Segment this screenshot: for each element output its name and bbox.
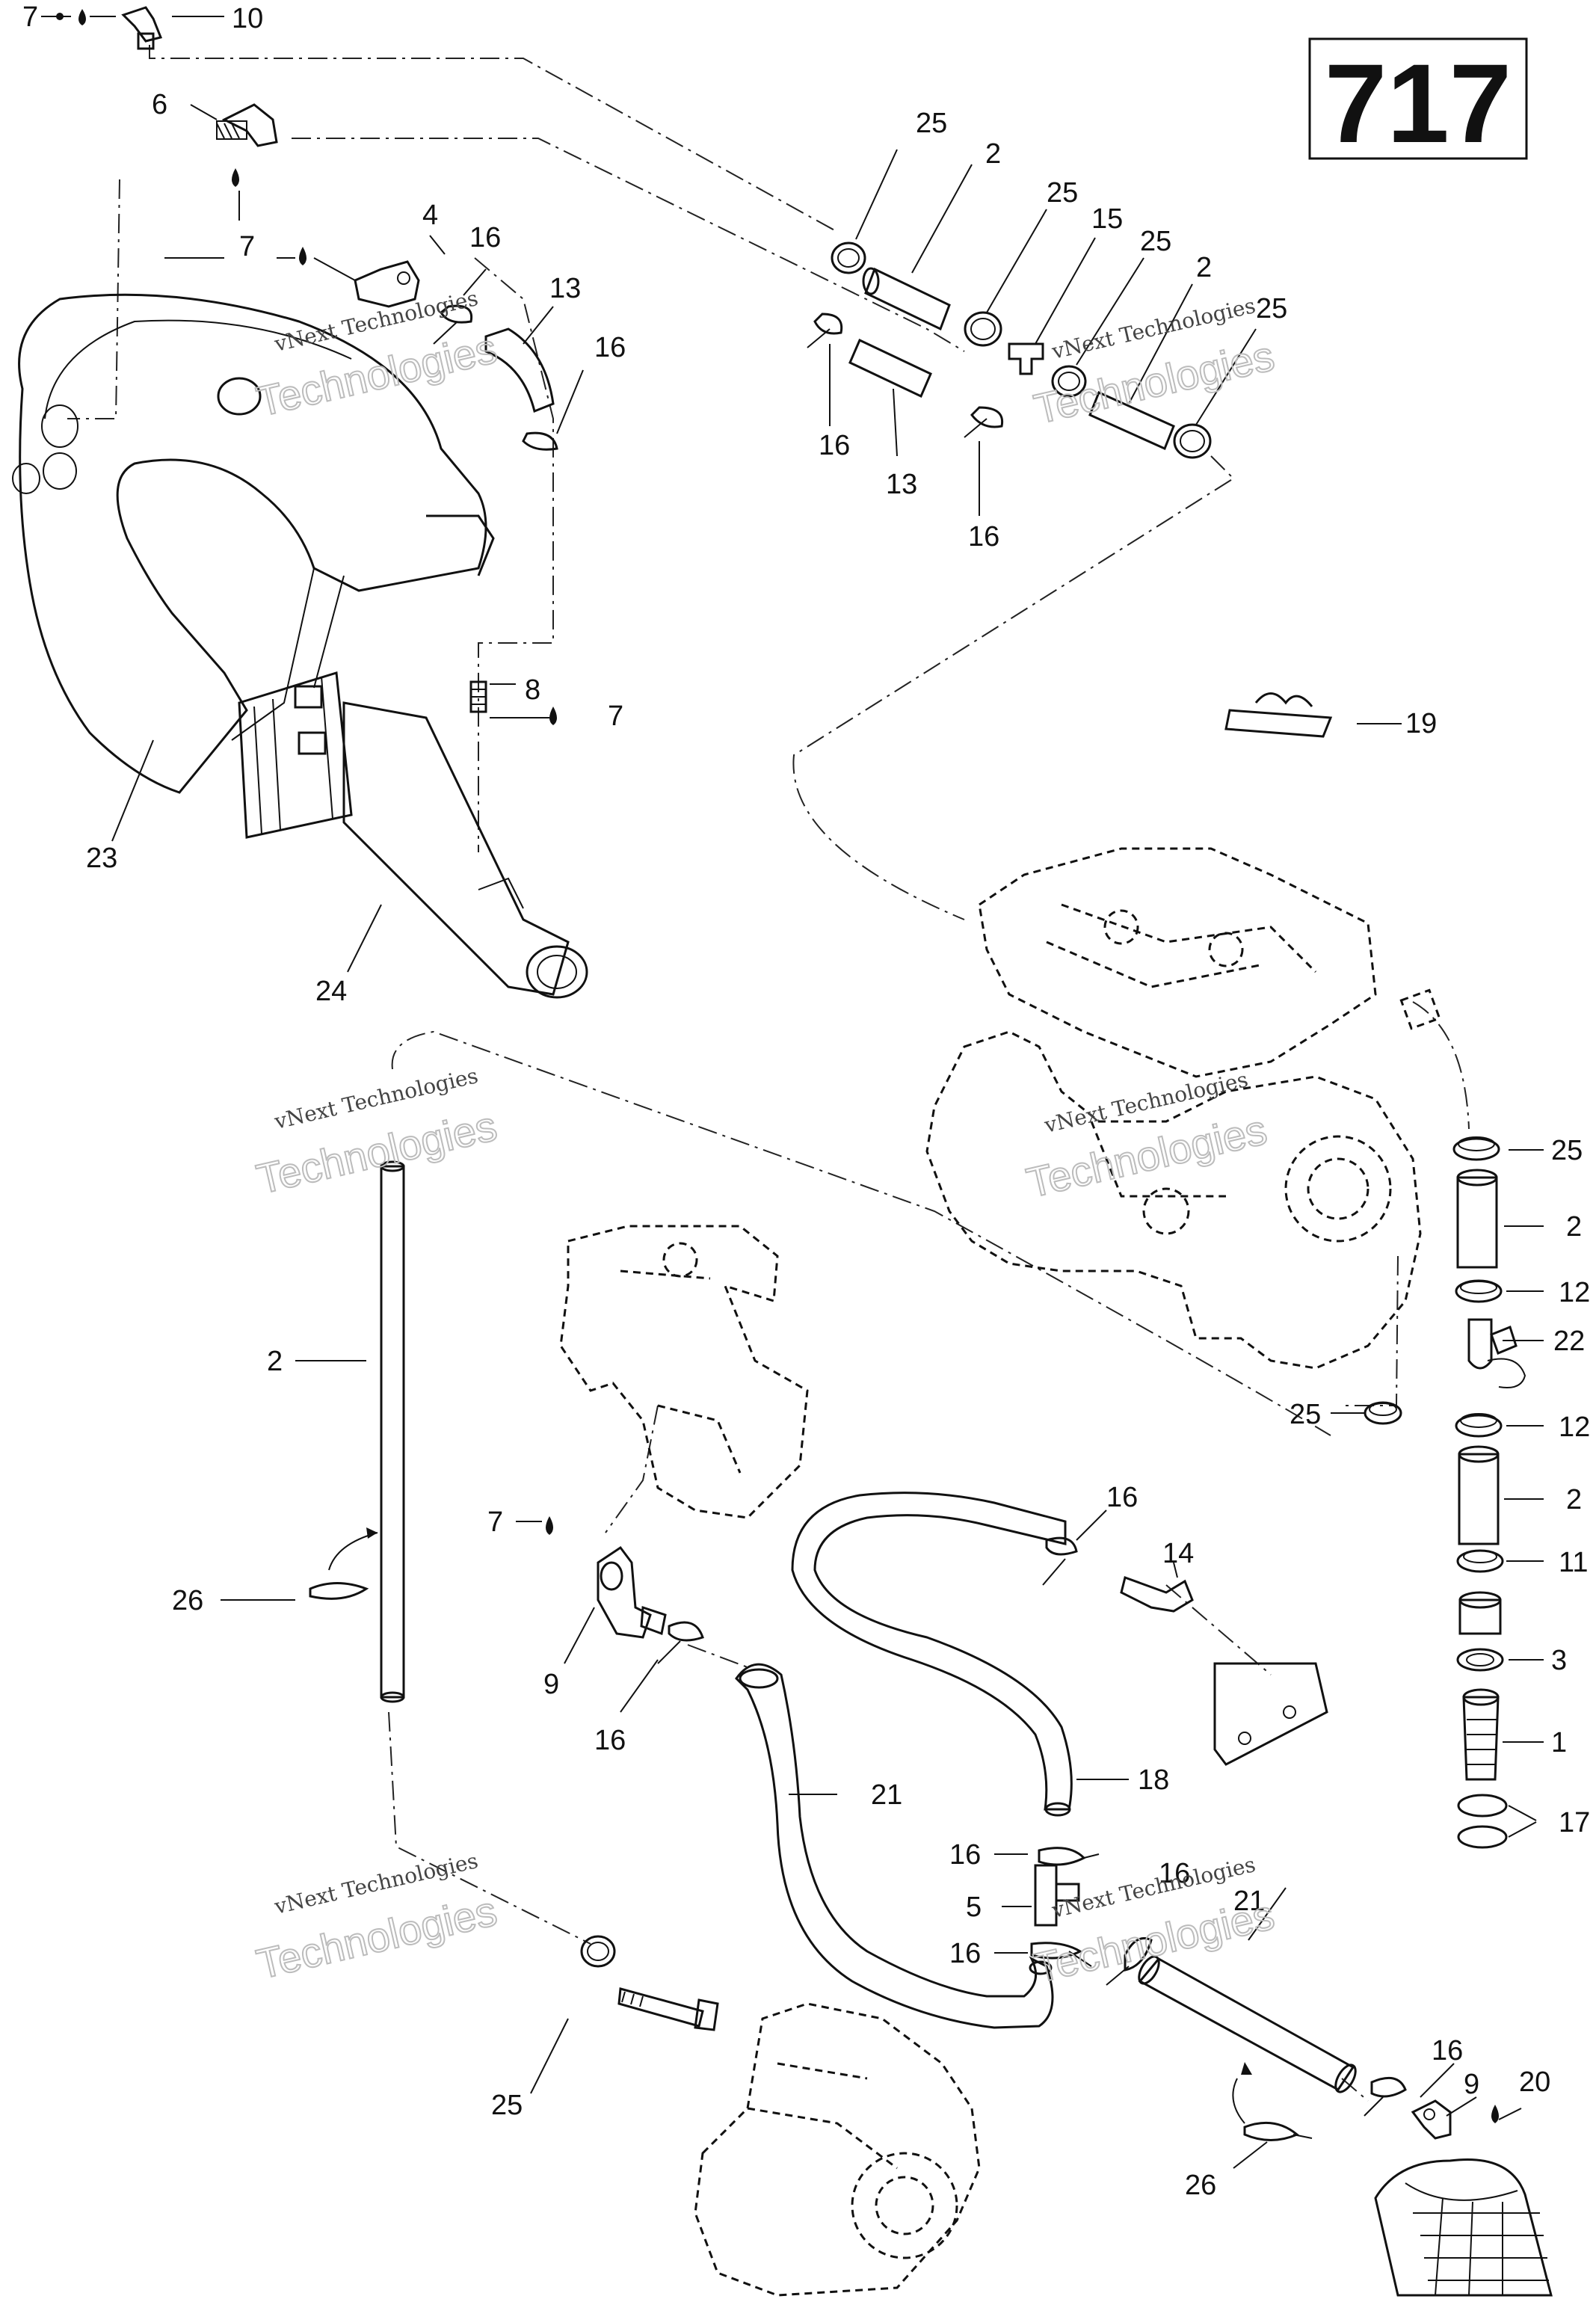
callout-7: 7 [487,1507,503,1538]
callout-25: 25 [1551,1135,1583,1166]
callout-16: 16 [594,1725,626,1756]
callout-7: 7 [608,701,623,732]
callout-6: 6 [152,89,167,120]
callout-9: 9 [543,1669,559,1700]
callout-16: 16 [968,521,999,553]
pump-housing-phantom [559,1225,809,1519]
watermark: vNext Technologies Technologies [252,1848,502,1989]
clip-19 [1224,692,1402,738]
callout-4: 4 [422,200,438,231]
callout-16: 16 [1432,2035,1463,2066]
diagram-number: 717 [1325,40,1512,166]
watermark: vNext Technologies Technologies [1022,1067,1272,1207]
callout-16: 16 [819,430,850,461]
callout-14: 14 [1162,1538,1194,1569]
callout-13: 13 [549,273,581,304]
callout-20: 20 [1519,2066,1550,2098]
hose-21-straight [1138,1887,1357,2141]
jet-pump-phantom [694,2002,981,2297]
callout-16: 16 [1159,1858,1190,1889]
callout-10: 10 [232,3,263,34]
callout-25: 25 [491,2090,523,2121]
callout-25: 25 [1290,1399,1321,1430]
callout-11: 11 [1559,1547,1588,1578]
callout-7: 7 [239,231,255,262]
callout-26: 26 [1185,2170,1216,2201]
lower-clamp-and-nipple [530,1935,719,2094]
callout-2: 2 [1566,1484,1582,1515]
callout-24: 24 [315,976,347,1007]
callout-12: 12 [1559,1412,1590,1443]
drop-icon [78,9,86,25]
callout-2: 2 [1566,1211,1582,1243]
right-fittings-stack [1331,1136,1544,1849]
watermark: vNext Technologies Technologies [252,286,502,426]
callout-labels: 7 10 6 7 4 16 13 16 25 2 25 15 25 2 25 1… [22,1,1590,2201]
callout-13: 13 [886,469,917,500]
callout-2: 2 [985,138,1001,170]
drop-icon [546,1516,553,1535]
tuned-pipe-assembly [12,293,588,999]
drop-icon [1491,2105,1499,2123]
callout-25: 25 [1047,177,1078,209]
callout-7: 7 [22,1,38,33]
callout-15: 15 [1091,203,1123,235]
callout-1: 1 [1551,1727,1567,1758]
callout-19: 19 [1405,708,1437,739]
upper-hoses-and-clamps [164,149,1257,516]
callout-2: 2 [1196,252,1212,283]
callout-2: 2 [267,1346,283,1377]
callout-16: 16 [594,332,626,363]
callout-16: 16 [1106,1482,1138,1513]
callout-25: 25 [1140,226,1171,257]
callout-26: 26 [172,1585,203,1616]
hose-21-bend [735,1663,1054,2029]
callout-3: 3 [1551,1645,1567,1676]
callout-12: 12 [1559,1277,1590,1308]
hose-routing-lines [67,45,1470,2102]
engine-phantom [925,847,1441,1370]
tee-fitting-5 [994,1847,1153,1986]
callout-21: 21 [1233,1886,1265,1917]
callout-18: 18 [1138,1764,1169,1796]
callout-16: 16 [949,1938,981,1969]
top-fittings [121,6,420,308]
elbow-9-and-strainer [1364,2063,1553,2297]
callout-16: 16 [469,222,501,253]
fitting-8 [469,680,549,718]
watermark: vNext Technologies Technologies [1029,293,1280,434]
callout-8: 8 [525,674,540,706]
callout-25: 25 [1256,293,1287,324]
diagram-number-box: 717 [1308,37,1528,166]
watermarks: vNext Technologies Technologies vNext Te… [252,286,1280,1992]
callout-16: 16 [949,1839,981,1871]
drop-icon [549,707,557,725]
hose-18-and-fitting-14 [791,1492,1328,1817]
vertical-hose-2 [221,1160,405,1703]
callout-22: 22 [1553,1326,1585,1357]
sealant-drop-icons [41,9,1499,2123]
elbow-fitting-9 [516,1521,704,1713]
drop-icon [232,168,239,187]
watermark: vNext Technologies Technologies [252,1063,502,1204]
callout-25: 25 [916,108,947,139]
callout-9: 9 [1464,2069,1479,2100]
callout-23: 23 [86,843,117,874]
callout-17: 17 [1559,1807,1590,1838]
callout-21: 21 [871,1779,902,1811]
callout-5: 5 [966,1892,982,1923]
drop-icon [299,247,306,265]
